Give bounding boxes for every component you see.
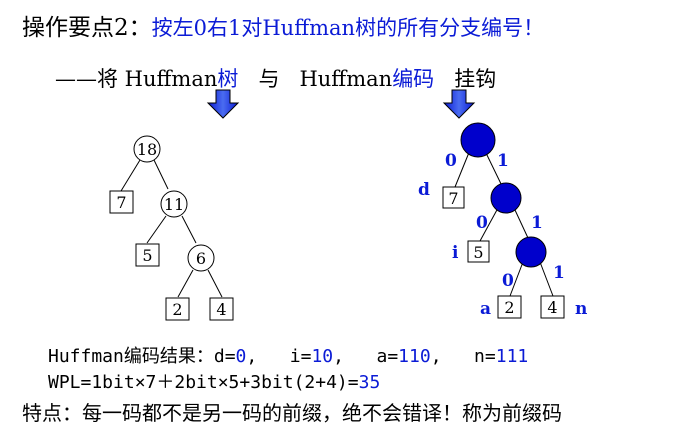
- left-tree-leaf-2: 2: [165, 297, 190, 321]
- edge-label: 1: [531, 213, 543, 233]
- leaf-label: 5: [473, 243, 483, 262]
- leaf-label: 7: [448, 189, 458, 208]
- left-tree-leaf-5: 5: [135, 243, 160, 267]
- edge-label: 1: [497, 151, 509, 171]
- edge-label: 1: [553, 263, 565, 283]
- right-tree-inner-node: [490, 182, 522, 214]
- page-title: 操作要点2：按左0右1对Huffman树的所有分支编号！: [22, 8, 544, 42]
- left-tree-node-6: 6: [187, 244, 215, 272]
- wpl-text: WPL=1bit×7＋2bit×5+3bit(2+4)=: [48, 372, 359, 393]
- edge-label: 0: [476, 213, 488, 233]
- subtitle-huffman: Huffman: [299, 67, 393, 91]
- left-tree-edges: [120, 159, 223, 298]
- leaf-label: 2: [504, 298, 514, 317]
- left-tree-node-11: 11: [160, 190, 188, 218]
- leaf-name-i: i: [452, 243, 459, 263]
- subtitle-post: 挂钩: [454, 67, 497, 91]
- right-tree-leaf-2: 2: [497, 295, 522, 319]
- leaf-label: 2: [172, 300, 182, 319]
- encoding-results: Huffman编码结果：d=0, i=10, a=110, n=111: [48, 342, 528, 368]
- leaf-label: 4: [547, 298, 557, 317]
- leaf-name-a: a: [480, 299, 491, 319]
- left-tree-leaf-7: 7: [109, 190, 134, 214]
- subtitle-code-word: 编码: [392, 67, 435, 91]
- leaf-name-d: d: [418, 180, 430, 200]
- edge-label: 0: [445, 151, 457, 171]
- result-sep: ,: [430, 346, 475, 367]
- leaf-label: 5: [142, 246, 152, 265]
- results-label: Huffman编码结果：: [48, 346, 214, 367]
- result-n-value: 111: [495, 346, 529, 367]
- node-label: 18: [137, 140, 157, 159]
- left-tree-node-18: 18: [133, 135, 161, 163]
- subtitle: ——将 Huffman树 与 Huffman编码 挂钩: [55, 63, 496, 93]
- leaf-label: 7: [116, 193, 126, 212]
- prefix-code-note: 特点：每一码都不是另一码的前缀，绝不会错译！称为前缀码: [22, 401, 562, 425]
- result-d-value: 0: [235, 346, 247, 367]
- subtitle-dash: ——: [55, 67, 97, 91]
- right-tree-leaf-7: 7: [442, 186, 465, 209]
- result-d-key: d=: [213, 346, 236, 367]
- result-i-key: i=: [289, 346, 312, 367]
- wpl-value: 35: [358, 372, 381, 393]
- arrow-down-icon-right: [442, 89, 476, 119]
- leaf-label: 4: [216, 300, 226, 319]
- wpl-formula: WPL=1bit×7＋2bit×5+3bit(2+4)=35: [48, 368, 380, 394]
- subtitle-tree-word: 树: [217, 67, 239, 91]
- right-tree-leaf-4: 4: [540, 295, 565, 319]
- subtitle-mid: 与: [258, 67, 280, 91]
- left-tree-leaf-4: 4: [209, 297, 234, 321]
- result-a-value: 110: [398, 346, 431, 367]
- right-tree-leaf-5: 5: [467, 240, 490, 263]
- right-tree-edges: [454, 149, 554, 297]
- right-tree-inner-node: [515, 236, 547, 268]
- title-label: 操作要点2：: [22, 15, 152, 41]
- node-label: 6: [196, 249, 206, 268]
- title-text: 按左0右1对Huffman树的所有分支编号！: [151, 16, 545, 40]
- result-a-key: a=: [376, 346, 399, 367]
- result-n-key: n=: [474, 346, 496, 367]
- result-sep: ,: [246, 346, 290, 367]
- subtitle-pre: 将 Huffman: [97, 67, 218, 91]
- right-tree-root-node: [460, 122, 496, 158]
- result-i-value: 10: [311, 346, 334, 367]
- result-sep: ,: [333, 346, 377, 367]
- edge-label: 0: [502, 271, 514, 291]
- node-label: 11: [164, 195, 184, 214]
- leaf-name-n: n: [575, 299, 587, 319]
- arrow-down-icon-left: [206, 89, 240, 119]
